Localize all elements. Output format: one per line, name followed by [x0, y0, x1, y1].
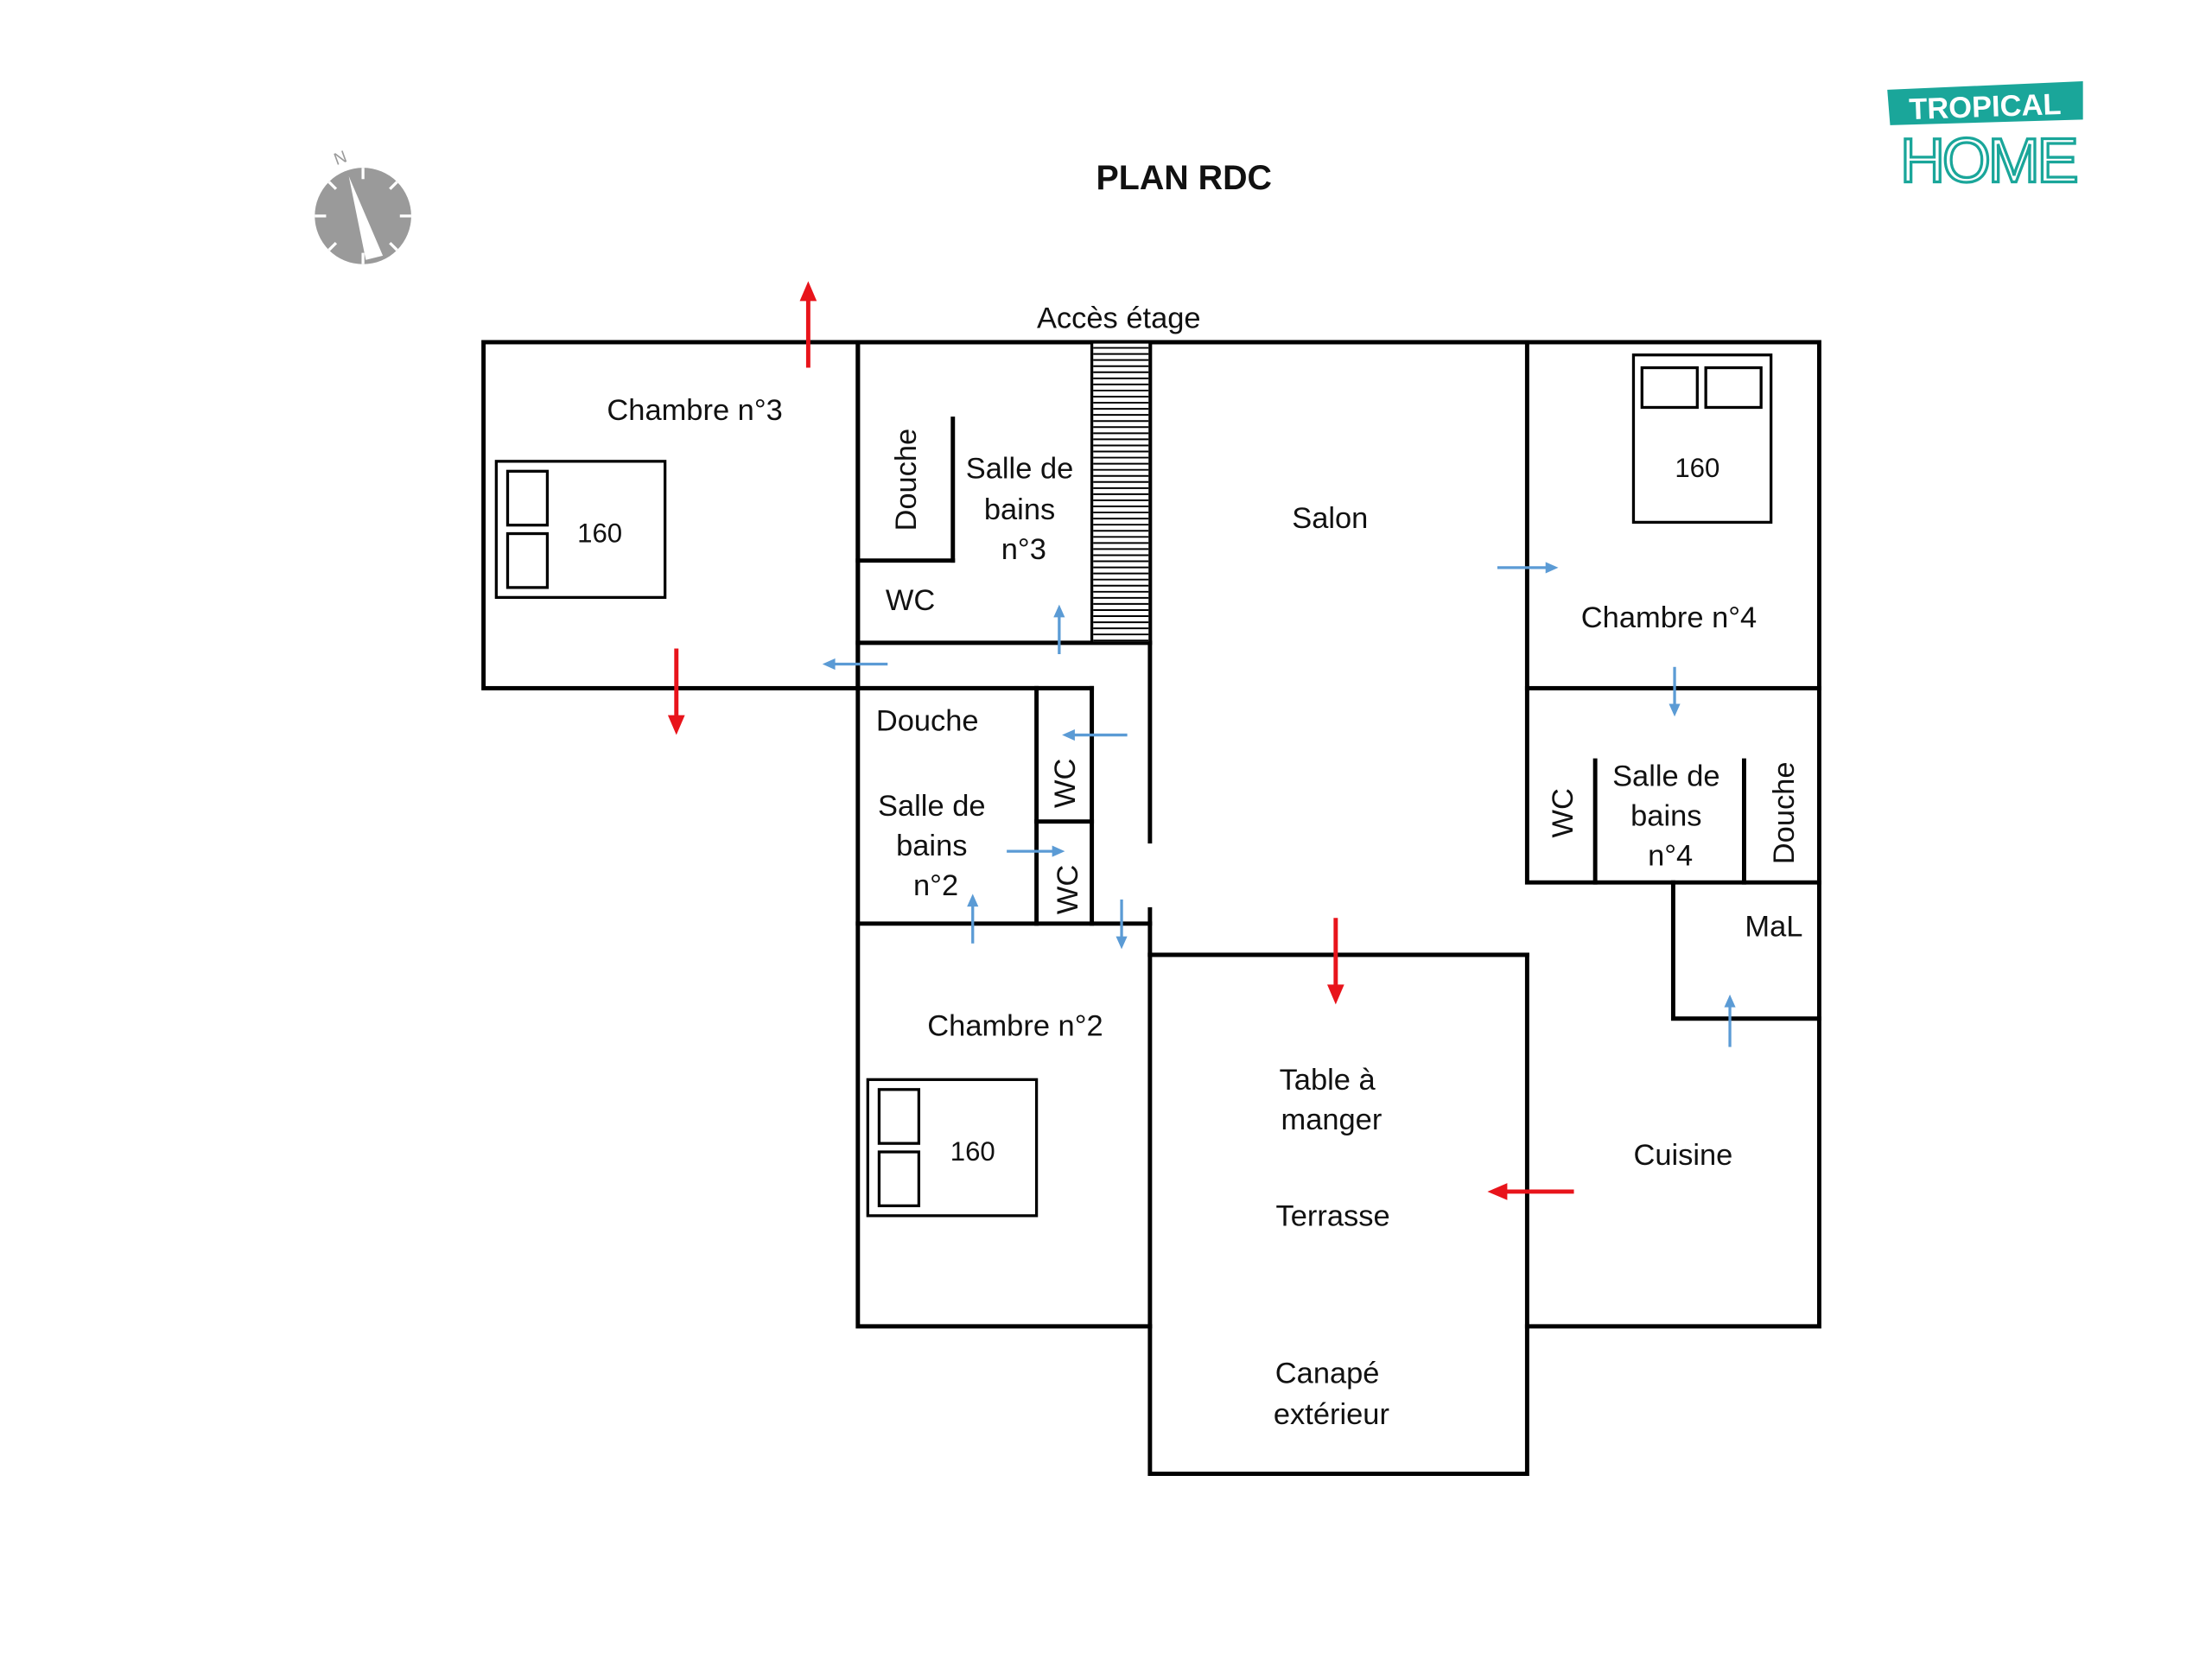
door-arrow-chambre2 — [1116, 899, 1128, 950]
door-arrow-chambre3 — [822, 658, 888, 671]
plan-title: PLAN RDC — [1096, 159, 1272, 197]
room-label-sdb4: Salle de bains n°4 — [1612, 760, 1728, 873]
access-arrow-left-terrasse — [1487, 1183, 1574, 1200]
door-arrow-chambre4 — [1497, 562, 1559, 574]
door-arrow-sdb2 — [967, 894, 979, 944]
compass-north-label: N — [332, 147, 350, 169]
sdb2-line-3: n°2 — [913, 869, 958, 902]
door-arrow-wc-lower — [1007, 845, 1065, 857]
room-label-chambre2: Chambre n°2 — [927, 1009, 1103, 1042]
door-arrow-wc-upper — [1062, 728, 1128, 741]
terrasse-table-line-1: Table à — [1280, 1064, 1376, 1097]
douche-label-sdb4: Douche — [1768, 761, 1801, 864]
room-label-chambre4: Chambre n°4 — [1581, 601, 1757, 634]
door-arrow-sdb3 — [1053, 604, 1065, 655]
bed-size-chambre2: 160 — [950, 1136, 995, 1167]
room-label-sdb2: Salle de bains n°2 — [878, 790, 994, 902]
room-label-chambre3: Chambre n°3 — [607, 394, 782, 427]
douche-label-sdb3: Douche — [890, 429, 923, 531]
bed-chambre3 — [494, 460, 667, 600]
wc-label-sdb4: WC — [1547, 788, 1580, 837]
bed-chambre4 — [1631, 353, 1773, 525]
compass-icon: N — [315, 147, 411, 264]
terrasse-canape-line-2: extérieur — [1274, 1398, 1389, 1431]
room-label-salon: Salon — [1292, 502, 1368, 535]
bed-chambre2 — [866, 1078, 1039, 1218]
terrasse-canape-label: Canapé extérieur — [1274, 1358, 1389, 1432]
sdb3-line-1: Salle de — [966, 453, 1074, 486]
sdb2-line-1: Salle de — [878, 790, 986, 823]
door-arrow-sdb4 — [1669, 666, 1681, 717]
access-arrow-down-terrasse — [1327, 918, 1344, 1005]
fixture-labels: Douche WC Douche WC WC WC Douche 160 160… — [577, 429, 1801, 1167]
sdb3-line-3: n°3 — [1001, 533, 1046, 566]
sdb4-line-2: bains — [1630, 800, 1701, 833]
access-arrow-down-chambre3 — [667, 648, 685, 735]
terrasse-table-label: Table à manger — [1280, 1064, 1384, 1136]
logo-top-word: TROPICAL — [1909, 88, 2062, 126]
room-label-cuisine: Cuisine — [1633, 1139, 1732, 1172]
sdb3-line-2: bains — [984, 493, 1055, 526]
door-arrow-mal — [1724, 994, 1736, 1047]
room-labels: Chambre n°3 Accès étage Salon Chambre n°… — [607, 302, 1802, 1432]
douche-label-sdb2: Douche — [876, 705, 979, 738]
bed-size-chambre3: 160 — [577, 518, 622, 548]
room-label-sdb3: Salle de bains n°3 — [966, 453, 1082, 567]
terrasse-table-line-2: manger — [1281, 1103, 1382, 1136]
sdb4-line-1: Salle de — [1612, 760, 1720, 793]
acces-etage-label: Accès étage — [1037, 302, 1201, 335]
bed-size-chambre4: 160 — [1675, 453, 1719, 483]
room-label-mal: MaL — [1745, 911, 1802, 944]
access-arrow-up — [799, 281, 817, 368]
chambre4-walls — [1524, 340, 1821, 690]
logo-bottom-word: HOME — [1900, 127, 2077, 196]
tropical-home-logo: TROPICAL HOME — [1887, 81, 2083, 197]
terrasse-canape-line-1: Canapé — [1275, 1358, 1380, 1390]
wc-label-lower: WC — [1052, 865, 1084, 914]
wc-label-sdb3: WC — [886, 584, 935, 617]
sdb4-line-3: n°4 — [1648, 840, 1693, 873]
wc-label-upper: WC — [1049, 759, 1082, 808]
staircase — [1090, 340, 1152, 645]
door-arrows — [822, 562, 1736, 1047]
sdb2-line-2: bains — [896, 830, 967, 862]
room-label-terrasse: Terrasse — [1276, 1199, 1390, 1232]
access-arrows — [667, 281, 1574, 1200]
